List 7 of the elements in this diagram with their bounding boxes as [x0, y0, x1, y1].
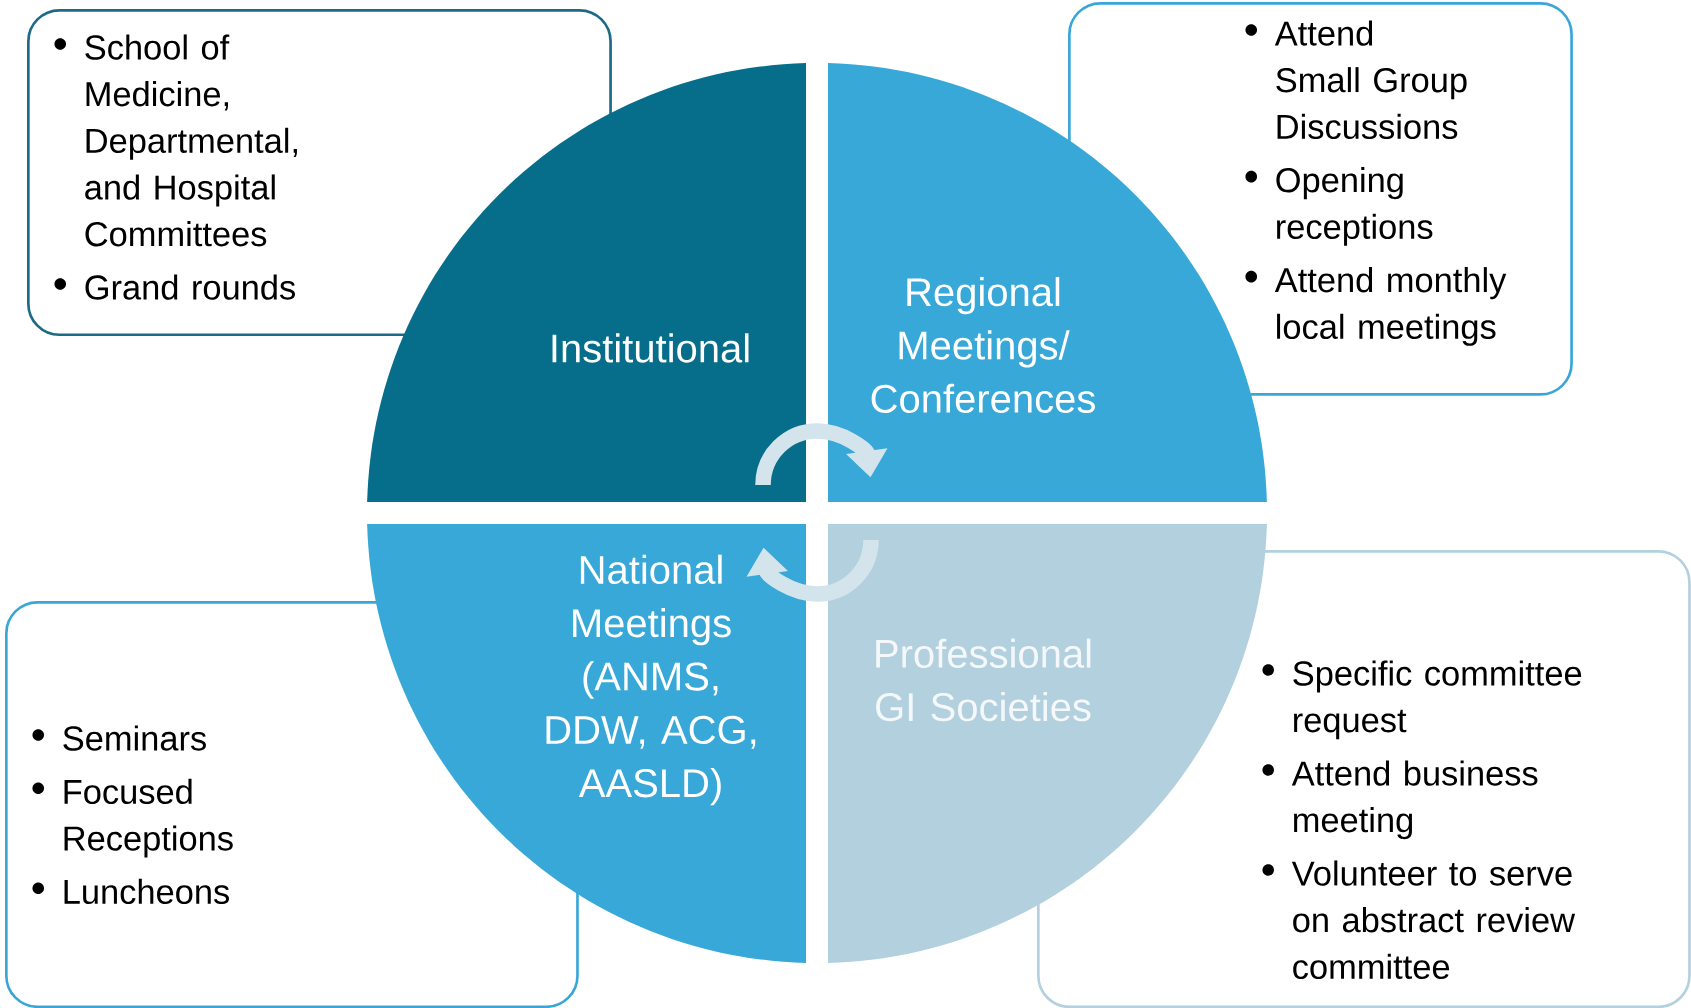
quadrant-segment: National Meetings (ANMS, DDW, ACG, AASLD)	[367, 524, 806, 963]
quadrant-segment: Professional GI Societies	[828, 524, 1267, 963]
bullet-list: School of Medicine, Departmental, and Hospital Committees Grand rounds	[54, 34, 297, 300]
cycle-arrow	[746, 539, 879, 602]
quadrant-segment: Regional Meetings/ Conferences	[828, 63, 1267, 502]
bullet-list: Seminars Focused Receptions Luncheons	[32, 725, 233, 905]
quadrant-segment: Institutional	[367, 63, 806, 502]
